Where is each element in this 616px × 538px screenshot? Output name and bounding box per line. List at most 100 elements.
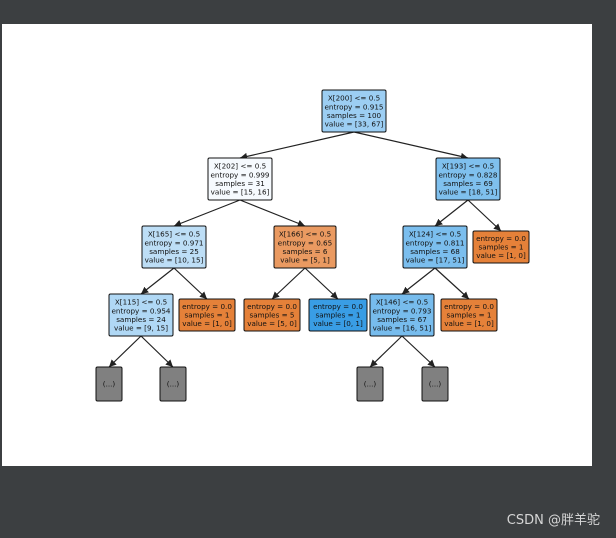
tree-node-text: value = [1, 0] xyxy=(182,319,232,328)
tree-node-text: samples = 68 xyxy=(410,247,460,256)
tree-node-text: entropy = 0.828 xyxy=(439,170,498,179)
tree-node-text: value = [10, 15] xyxy=(145,255,204,264)
tree-node-text: samples = 1 xyxy=(315,311,360,320)
tree-node-text: samples = 67 xyxy=(377,315,427,324)
tree-node-box xyxy=(207,157,273,201)
tree-node-text: X[165] <= 0.5 xyxy=(148,230,200,239)
tree-node-text: value = [18, 51] xyxy=(439,187,498,196)
tree-node-text: value = [16, 51] xyxy=(373,323,432,332)
tree-edge-n3-n4 xyxy=(108,335,142,368)
tree-node-text: value = [1, 0] xyxy=(476,251,526,260)
tree-node-text: (...) xyxy=(364,380,377,389)
tree-edge-n11-n15 xyxy=(434,267,470,300)
tree-node-text: entropy = 0.0 xyxy=(476,234,526,243)
tree-node-n4: (...) xyxy=(95,366,123,402)
edges-layer xyxy=(108,131,502,368)
tree-node-box xyxy=(435,157,501,201)
tree-node-box xyxy=(108,293,174,337)
tree-edge-n1-n2 xyxy=(173,199,241,227)
tree-edge-n10-n16 xyxy=(467,199,502,232)
tree-node-n13: (...) xyxy=(356,366,384,402)
tree-edge-n12-n14 xyxy=(401,335,436,368)
tree-node-text: entropy = 0.915 xyxy=(325,102,384,111)
tree-node-text: samples = 1 xyxy=(446,311,491,320)
tree-node-text: samples = 25 xyxy=(149,247,199,256)
tree-node-text: entropy = 0.793 xyxy=(373,306,432,315)
watermark: CSDN @胖羊驼 xyxy=(506,513,600,528)
tree-node-text: value = [9, 15] xyxy=(114,323,168,332)
tree-edge-n11-n12 xyxy=(401,267,436,295)
tree-node-box xyxy=(178,298,236,332)
tree-node-text: (...) xyxy=(167,380,180,389)
tree-node-box xyxy=(421,366,449,402)
tree-edge-n7-n9 xyxy=(304,267,339,300)
tree-edge-n1-n7 xyxy=(239,199,306,227)
tree-node-box xyxy=(159,366,187,402)
tree-node-text: samples = 100 xyxy=(327,111,382,120)
tree-node-text: (...) xyxy=(429,380,442,389)
tree-node-text: (...) xyxy=(103,380,116,389)
tree-node-box xyxy=(273,225,337,269)
tree-node-text: entropy = 0.0 xyxy=(444,302,494,311)
tree-node-box xyxy=(321,89,387,133)
tree-node-text: entropy = 0.0 xyxy=(247,302,297,311)
tree-edge-n12-n13 xyxy=(369,335,403,368)
tree-node-text: samples = 1 xyxy=(478,243,523,252)
tree-edge-n2-n6 xyxy=(173,267,208,300)
tree-node-text: entropy = 0.999 xyxy=(211,170,270,179)
tree-node-text: samples = 1 xyxy=(184,311,229,320)
tree-node-text: value = [33, 67] xyxy=(325,119,384,128)
tree-node-box xyxy=(243,298,301,332)
tree-node-text: X[202] <= 0.5 xyxy=(214,162,266,171)
tree-node-box xyxy=(402,225,468,269)
tree-node-box xyxy=(95,366,123,402)
tree-node-text: samples = 31 xyxy=(215,179,265,188)
tree-node-text: X[193] <= 0.5 xyxy=(442,162,494,171)
tree-node-text: value = [0, 1] xyxy=(313,319,363,328)
tree-edge-n7-n8 xyxy=(271,267,306,300)
tree-node-text: X[115] <= 0.5 xyxy=(115,298,167,307)
tree-node-text: samples = 5 xyxy=(249,311,294,320)
tree-node-box xyxy=(141,225,207,269)
tree-node-box xyxy=(308,298,368,332)
tree-node-text: entropy = 0.0 xyxy=(182,302,232,311)
tree-edge-n0-n1 xyxy=(239,131,355,160)
tree-node-text: value = [15, 16] xyxy=(211,187,270,196)
tree-node-text: X[166] <= 0.5 xyxy=(279,230,331,239)
tree-node-text: entropy = 0.0 xyxy=(313,302,363,311)
tree-edge-n0-n10 xyxy=(353,131,469,160)
tree-edge-n2-n3 xyxy=(140,267,175,295)
tree-node-text: value = [1, 0] xyxy=(444,319,494,328)
tree-edge-n3-n5 xyxy=(140,335,174,368)
tree-node-text: entropy = 0.65 xyxy=(278,238,332,247)
tree-node-text: entropy = 0.954 xyxy=(112,306,171,315)
tree-node-box xyxy=(440,298,498,332)
tree-node-box xyxy=(369,293,435,337)
tree-node-text: entropy = 0.971 xyxy=(145,238,204,247)
tree-node-text: value = [5, 1] xyxy=(280,255,330,264)
tree-node-box xyxy=(472,230,530,264)
tree-node-text: value = [5, 0] xyxy=(247,319,297,328)
tree-node-n14: (...) xyxy=(421,366,449,402)
tree-node-text: samples = 24 xyxy=(116,315,166,324)
tree-node-box xyxy=(356,366,384,402)
tree-edge-n10-n11 xyxy=(434,199,469,227)
tree-node-text: entropy = 0.811 xyxy=(406,238,465,247)
tree-node-n5: (...) xyxy=(159,366,187,402)
tree-node-text: samples = 69 xyxy=(443,179,493,188)
tree-node-text: X[200] <= 0.5 xyxy=(328,94,380,103)
